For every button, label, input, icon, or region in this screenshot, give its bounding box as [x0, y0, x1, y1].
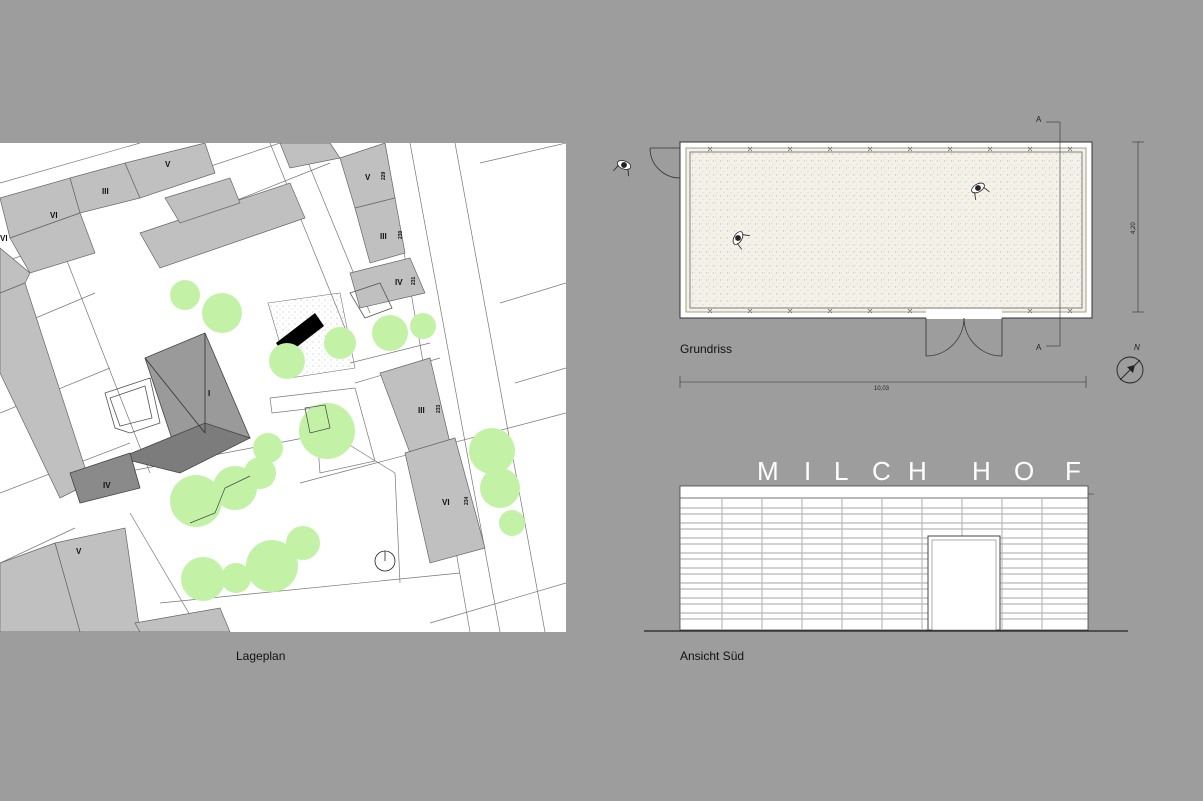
storey-label: V	[365, 173, 371, 182]
storey-label: III	[380, 232, 387, 241]
slats	[680, 507, 1088, 620]
floor-plan: A A 4,20 10,03 N	[600, 110, 1160, 400]
storey-label: VI	[0, 234, 8, 243]
house-number: 229	[381, 171, 387, 180]
house-number: 234	[464, 496, 470, 505]
sign-letter: H	[972, 456, 991, 486]
elevation: M I L C H H O F	[640, 450, 1140, 640]
site-plan-drawing: V III VI VI V III IV I III IV VI V 229 2…	[0, 142, 567, 633]
north-label: N	[1134, 343, 1140, 352]
section-marker-bottom: A	[1036, 343, 1042, 352]
site-plan: V III VI VI V III IV I III IV VI V 229 2…	[0, 142, 567, 633]
storey-label: V	[76, 547, 82, 556]
people	[613, 160, 990, 250]
house-number: 233	[436, 404, 442, 413]
sign-letter: F	[1065, 456, 1081, 486]
storey-label: VI	[50, 211, 58, 220]
tree-outline	[189, 404, 331, 524]
door-opening	[926, 309, 1002, 319]
compass-symbol	[374, 550, 396, 572]
site-plan-caption: Lageplan	[236, 649, 286, 663]
trees	[170, 280, 525, 601]
storey-label: I	[208, 389, 210, 398]
depth-dimension	[1132, 141, 1144, 313]
sign-letter: C	[872, 456, 891, 486]
section-marker-top: A	[1036, 115, 1042, 124]
buildings	[0, 142, 486, 633]
storey-label: IV	[395, 278, 403, 287]
sign-letter: M	[757, 456, 779, 486]
outline-buildings	[104, 282, 393, 434]
floor-plan-drawing: A A 4,20 10,03 N	[613, 115, 1144, 392]
sign-letter: H	[908, 456, 927, 486]
west-door	[649, 147, 681, 179]
dimension-depth: 4,20	[1131, 222, 1137, 234]
dimension-width: 10,03	[874, 386, 890, 392]
storey-label: V	[165, 160, 171, 169]
sign-letter: O	[1014, 456, 1034, 486]
facade	[679, 485, 1089, 631]
floor-plan-caption: Grundriss	[680, 342, 733, 356]
storey-label: III	[418, 406, 425, 415]
elevation-caption: Ansicht Süd	[680, 649, 745, 663]
person-icon	[971, 182, 990, 200]
north-arrow-icon	[1116, 356, 1144, 384]
house-numbers: 229 230 231 233 234	[381, 171, 470, 505]
main-building	[69, 332, 252, 504]
floor-area	[689, 151, 1083, 309]
section-line	[1046, 121, 1061, 347]
width-dimension	[679, 376, 1087, 388]
storey-label: VI	[442, 498, 450, 507]
house-number: 230	[398, 230, 404, 239]
door-swings	[925, 317, 1003, 357]
house-number: 231	[411, 276, 417, 285]
sign-letter: L	[834, 456, 848, 486]
storey-labels: V III VI VI V III IV I III IV VI V	[0, 160, 450, 556]
sign-letter: I	[804, 456, 811, 486]
person-icon	[732, 231, 750, 250]
storey-label: III	[102, 187, 109, 196]
person-icon	[613, 160, 632, 177]
elevation-drawing: M I L C H H O F	[644, 456, 1128, 632]
storey-label: IV	[103, 481, 111, 490]
sign: M I L C H H O F	[757, 456, 1081, 486]
